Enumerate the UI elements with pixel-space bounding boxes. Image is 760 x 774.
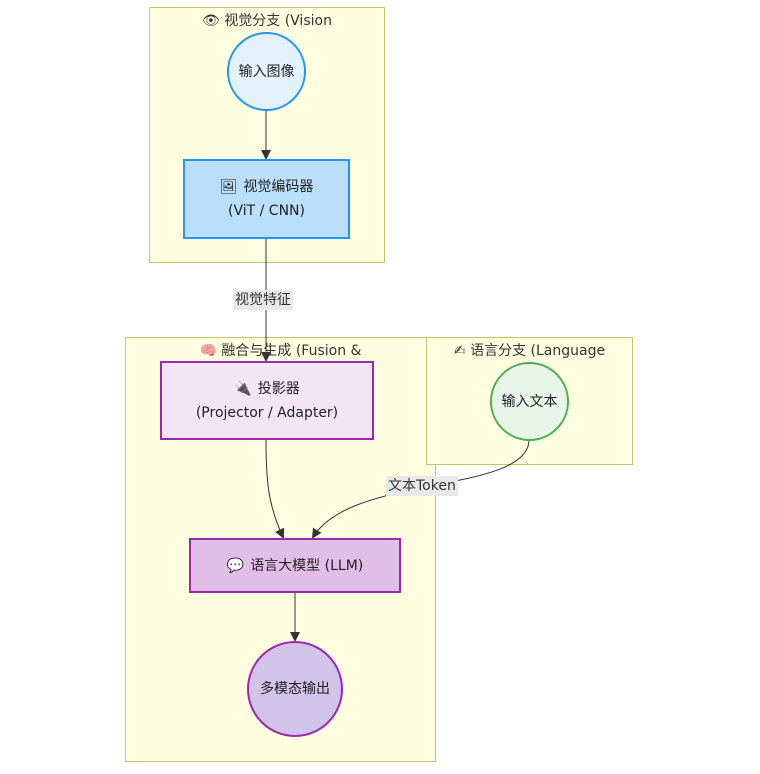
cluster-vision-title: 👁 视觉分支 (Vision — [202, 13, 332, 29]
edge-label-text-token: 文本Token — [386, 476, 458, 496]
picture-icon: 🖼 — [219, 179, 238, 195]
node-output-label: 多模态输出 — [260, 681, 330, 697]
cluster-language-title: ✍ 语言分支 (Language — [453, 343, 606, 359]
node-projector-sub: (Projector / Adapter) — [195, 404, 339, 421]
node-llm[interactable]: 💬 语言大模型 (LLM) — [189, 538, 401, 593]
node-input-image-label: 输入图像 — [238, 63, 295, 80]
node-projector[interactable]: 🔌 投影器 (Projector / Adapter) — [160, 361, 374, 440]
plug-icon: 🔌 — [234, 380, 252, 397]
edge-label-visual-features: 视觉特征 — [233, 290, 293, 310]
speech-bubble-icon: 💬 — [226, 557, 245, 574]
cluster-fusion-title: 🧠 融合与生成 (Fusion & — [199, 343, 362, 359]
node-output[interactable]: 多模态输出 — [247, 641, 343, 737]
node-projector-label: 投影器 — [257, 380, 300, 397]
node-vision-encoder-label: 视觉编码器 — [243, 179, 314, 195]
node-vision-encoder[interactable]: 🖼 视觉编码器 (ViT / CNN) — [183, 159, 350, 239]
node-input-image[interactable]: 输入图像 — [227, 32, 306, 111]
node-input-text-label: 输入文本 — [501, 393, 558, 410]
node-input-text[interactable]: 输入文本 — [490, 362, 569, 441]
node-vision-encoder-sub: (ViT / CNN) — [228, 203, 305, 219]
node-llm-label: 语言大模型 (LLM) — [250, 557, 364, 574]
